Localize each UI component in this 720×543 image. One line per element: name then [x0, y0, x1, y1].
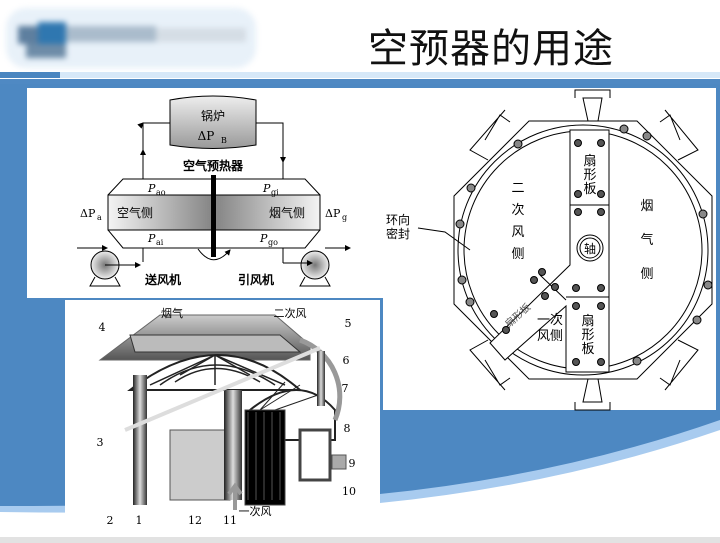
blurred-logo [6, 8, 266, 68]
svg-text:板: 板 [583, 182, 596, 197]
fd-fan-label: 送风机 [144, 272, 181, 287]
svg-text:4: 4 [99, 321, 106, 334]
clamps [469, 89, 699, 411]
svg-text:侧: 侧 [640, 267, 653, 282]
svg-text:11: 11 [223, 514, 237, 527]
svg-text:a: a [97, 213, 102, 222]
boiler-dp: ΔP [198, 129, 215, 143]
svg-text:B: B [221, 136, 227, 145]
svg-text:侧: 侧 [511, 247, 524, 262]
svg-text:go: go [268, 238, 278, 247]
svg-text:10: 10 [342, 485, 356, 498]
svg-text:形: 形 [581, 328, 594, 343]
svg-text:ΔP: ΔP [325, 207, 341, 220]
cutaway-diagram: 烟气 二次风 一次风 1 2 3 4 5 6 7 8 9 10 11 12 [65, 300, 380, 535]
svg-text:P: P [262, 182, 271, 195]
svg-text:ΔP: ΔP [80, 207, 96, 220]
svg-text:环向: 环向 [386, 212, 410, 227]
svg-text:二: 二 [511, 181, 524, 196]
heater-label: 空气预热器 [183, 158, 244, 173]
svg-text:扇: 扇 [583, 153, 596, 169]
section-diagram: 轴 扇 形 板 扇 形 板 二 次 风 侧 烟 气 侧 一次 风侧 扇形板 环向… [383, 88, 716, 411]
secondary-air-label: 二次风 [274, 306, 307, 320]
gas-side-label: 烟气侧 [269, 205, 305, 220]
shaft-label: 轴 [584, 241, 596, 256]
svg-text:7: 7 [342, 382, 349, 395]
boiler-box [169, 95, 257, 149]
svg-text:g: g [342, 213, 347, 222]
rotor-shaft [211, 175, 216, 257]
svg-text:板: 板 [581, 342, 594, 357]
svg-text:次: 次 [511, 202, 524, 218]
housing-bolts [455, 124, 713, 366]
gas-label: 烟气 [161, 306, 183, 320]
id-fan-icon [300, 250, 330, 280]
svg-text:12: 12 [188, 514, 202, 527]
rotor-outer-circle [457, 124, 709, 376]
svg-text:风: 风 [511, 225, 524, 240]
svg-text:5: 5 [345, 317, 352, 330]
svg-text:1: 1 [136, 514, 143, 527]
svg-text:烟: 烟 [640, 199, 653, 214]
svg-text:6: 6 [343, 354, 350, 367]
header-bar [0, 79, 720, 84]
air-side-label: 空气侧 [117, 205, 153, 220]
bottom-bar [0, 537, 720, 543]
id-fan-label: 引风机 [238, 272, 274, 287]
svg-text:ai: ai [156, 238, 164, 247]
svg-text:2: 2 [107, 514, 114, 527]
svg-text:3: 3 [97, 436, 104, 449]
boiler-label: 锅炉 [201, 108, 225, 123]
rotor-grid [149, 354, 286, 386]
plate-bolts [490, 139, 605, 366]
svg-text:8: 8 [344, 422, 351, 435]
svg-text:9: 9 [349, 457, 356, 470]
header-accent [0, 72, 60, 78]
svg-text:P: P [147, 182, 156, 195]
page-title: 空预器的用途 [368, 26, 614, 72]
header-stripe [60, 72, 720, 78]
svg-text:形: 形 [583, 168, 596, 183]
svg-text:ao: ao [156, 188, 166, 197]
svg-text:气: 气 [640, 232, 653, 248]
svg-text:风侧: 风侧 [537, 329, 563, 344]
svg-text:一次: 一次 [537, 312, 563, 328]
svg-text:P: P [259, 232, 268, 245]
rotor-grid-right [259, 381, 319, 411]
svg-text:gi: gi [271, 188, 279, 197]
svg-text:P: P [147, 232, 156, 245]
svg-text:扇: 扇 [581, 313, 594, 329]
svg-text:密封: 密封 [386, 226, 410, 241]
primary-air-label: 一次风 [239, 504, 272, 518]
